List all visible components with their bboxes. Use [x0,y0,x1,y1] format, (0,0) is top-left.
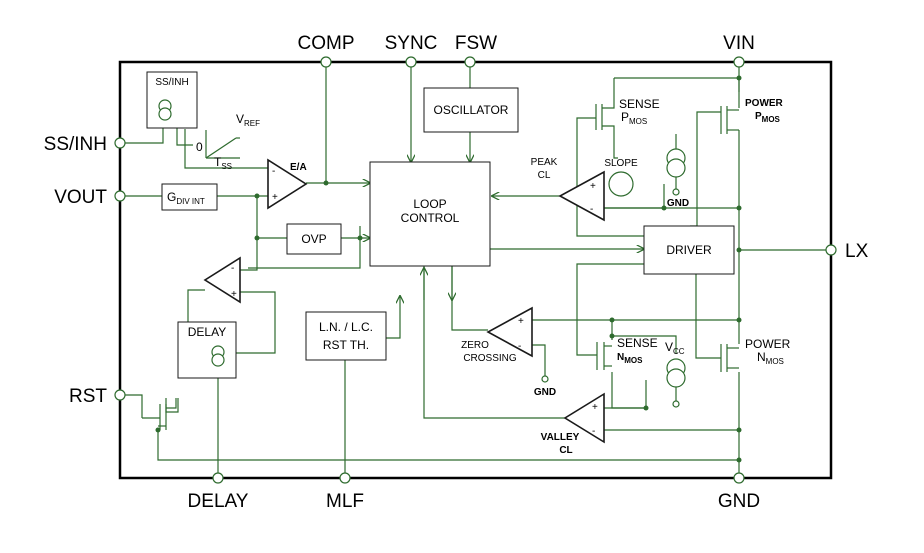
delay-block [177,321,237,379]
oscillator-label: OSCILLATOR [434,103,509,117]
pin-vout-terminal [114,190,126,202]
pin-sync-label: SYNC [385,33,438,54]
valley-comp-minus: - [592,426,595,437]
junction-dots [155,75,742,463]
reset-comp-minus: - [231,263,234,274]
ss-inh-block [146,71,198,129]
pin-vin-terminal [733,56,745,68]
sense-top-pmos-label: PMOS [621,110,647,126]
zero-gnd-label: GND [534,387,556,398]
vcc-current-source-icon-2 [666,368,686,388]
error-amplifier [267,158,308,210]
delay-block-label: DELAY [188,325,226,339]
pin-sync-terminal [405,56,417,68]
ln-lc-block [305,311,387,361]
soft-start-ramp [205,130,240,159]
pin-lx-label: LX [845,241,869,262]
peak-cl-comparator [558,170,605,222]
zero-crossing-label-1: ZERO [461,340,489,351]
ln-lc-label-1: L.N. / L.C. [319,320,373,334]
loop-control-label-1: LOOP [413,197,446,211]
power-bottom-label: POWER [745,337,791,351]
pin-rst-terminal [114,389,126,401]
vref-label: VREF [236,112,260,128]
pin-comp-label: COMP [298,33,355,54]
power-pmos-icon [720,106,739,134]
loop-control-label-2: CONTROL [401,211,460,225]
driver-label: DRIVER [666,243,712,257]
oscillator-block [423,87,519,133]
sense-top-label: SENSE [619,97,660,111]
ea-plus: + [272,192,278,203]
pin-vin-label: VIN [723,33,755,54]
pin-gnd-label: GND [718,491,760,512]
valley-cl-label-1: VALLEY [541,432,580,443]
pin-mlf-label: MLF [326,491,364,512]
driver-block [643,225,735,275]
delay-current-source-icon-2 [211,353,225,367]
vcc-label: VCC [665,340,685,356]
ovp-label: OVP [301,232,326,246]
rst-nmos-icon [142,398,177,430]
pin-delay-terminal [212,472,224,484]
pin-lx-terminal [825,244,837,256]
pin-gnd-terminal [733,472,745,484]
power-nmos-icon [720,344,739,372]
pin-vout-label: VOUT [54,187,107,208]
power-bottom-nmos-label: NMOS [757,350,784,366]
peak-cl-label-2: CL [538,170,551,181]
pin-fsw-label: FSW [455,33,497,54]
loop-control-block [369,161,491,267]
pin-ss-inh-terminal [114,137,126,149]
ss-current-source-icon-2 [158,107,172,121]
power-top-pmos-label: PMOS [755,111,781,124]
sense-bottom-label: SENSE [617,336,658,350]
tss-label: TSS [214,155,232,171]
zero-crossing-label-2: CROSSING [463,353,517,364]
gdiv-label: GDIV INT [167,190,205,206]
slope-source-icon [608,171,634,197]
pin-delay-label: DELAY [188,491,249,512]
valley-comp-plus: + [592,402,598,413]
sense-current-source-icon-2 [666,158,686,178]
reset-comp-plus: + [231,289,237,300]
ss-inh-block-label: SS/INH [155,77,188,88]
sense-nmos-icon [596,342,612,370]
peak-comp-minus: - [590,204,593,215]
gdiv-block [161,183,218,211]
peak-cl-label-1: PEAK [531,157,558,168]
pin-mlf-terminal [339,472,351,484]
vcc-terminal [672,400,680,408]
ea-minus: - [272,166,275,177]
pin-ss-inh-label: SS/INH [44,134,107,155]
ln-lc-label-2: RST TH. [323,338,369,352]
zero-gnd-terminal [541,375,549,383]
pin-rst-label: RST [69,386,107,407]
ea-label: E/A [290,162,307,173]
zero-label: 0 [196,140,203,154]
sense-pmos-icon [595,100,615,132]
reset-comparator [203,256,241,304]
valley-cl-label-2: CL [559,445,572,456]
ovp-block [286,223,342,255]
sense-bottom-nmos-label: NMOS [617,352,643,365]
zero-crossing-comparator [486,306,533,358]
pin-fsw-terminal [464,56,476,68]
pin-comp-terminal [320,56,332,68]
valley-cl-comparator [563,392,605,444]
zero-comp-minus: - [518,341,521,352]
peak-comp-plus: + [590,181,596,192]
gnd-top-label: GND [667,198,689,209]
zero-comp-plus: + [518,316,524,327]
slope-label: SLOPE [604,158,638,169]
gnd-top-terminal [672,188,680,196]
power-top-label: POWER [745,98,784,109]
